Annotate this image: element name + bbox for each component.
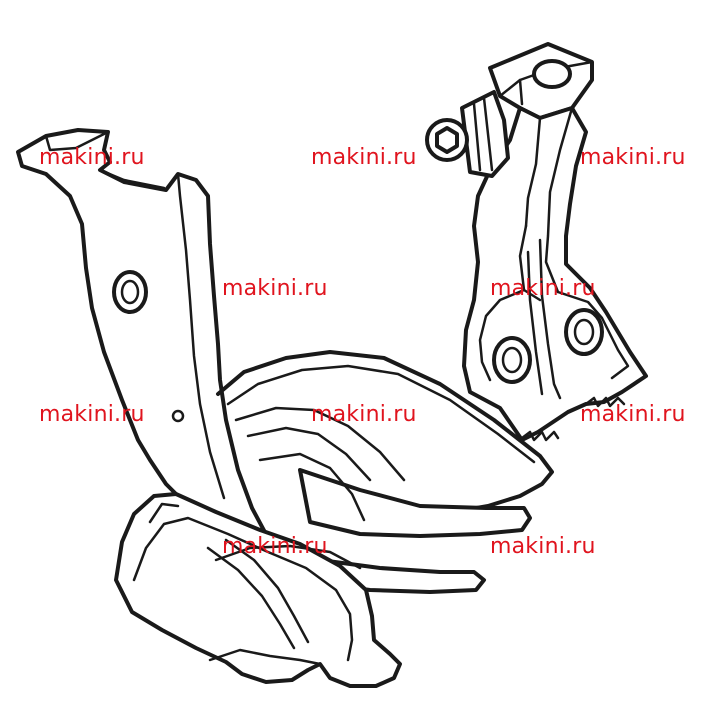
outer-presser-foot xyxy=(16,128,554,688)
hex-screw-collar xyxy=(460,90,510,178)
mount-hole xyxy=(112,270,148,314)
wire-guide-frame xyxy=(216,350,554,526)
watermark-text: makini.ru xyxy=(311,402,417,427)
watermark-text: makini.ru xyxy=(580,402,686,427)
watermark-text: makini.ru xyxy=(490,534,596,559)
watermark-text: makini.ru xyxy=(490,276,596,301)
guide-finger-upper xyxy=(298,468,532,538)
watermark-text: makini.ru xyxy=(39,145,145,170)
watermark-text: makini.ru xyxy=(222,276,328,301)
serrated-edge xyxy=(520,396,626,442)
toe-hole-right xyxy=(564,308,604,356)
pin-hole xyxy=(171,409,185,423)
clamp-hole xyxy=(532,59,572,89)
watermark-text: makini.ru xyxy=(311,145,417,170)
watermark-text: makini.ru xyxy=(39,402,145,427)
watermark-text: makini.ru xyxy=(222,534,328,559)
inner-presser-foot xyxy=(425,42,648,442)
watermark-text: makini.ru xyxy=(580,145,686,170)
center-slot xyxy=(538,238,562,400)
toe-hole-left xyxy=(492,336,532,384)
hex-socket-icon xyxy=(435,126,459,154)
outer-shank xyxy=(16,128,270,540)
sole-slot xyxy=(206,538,310,650)
